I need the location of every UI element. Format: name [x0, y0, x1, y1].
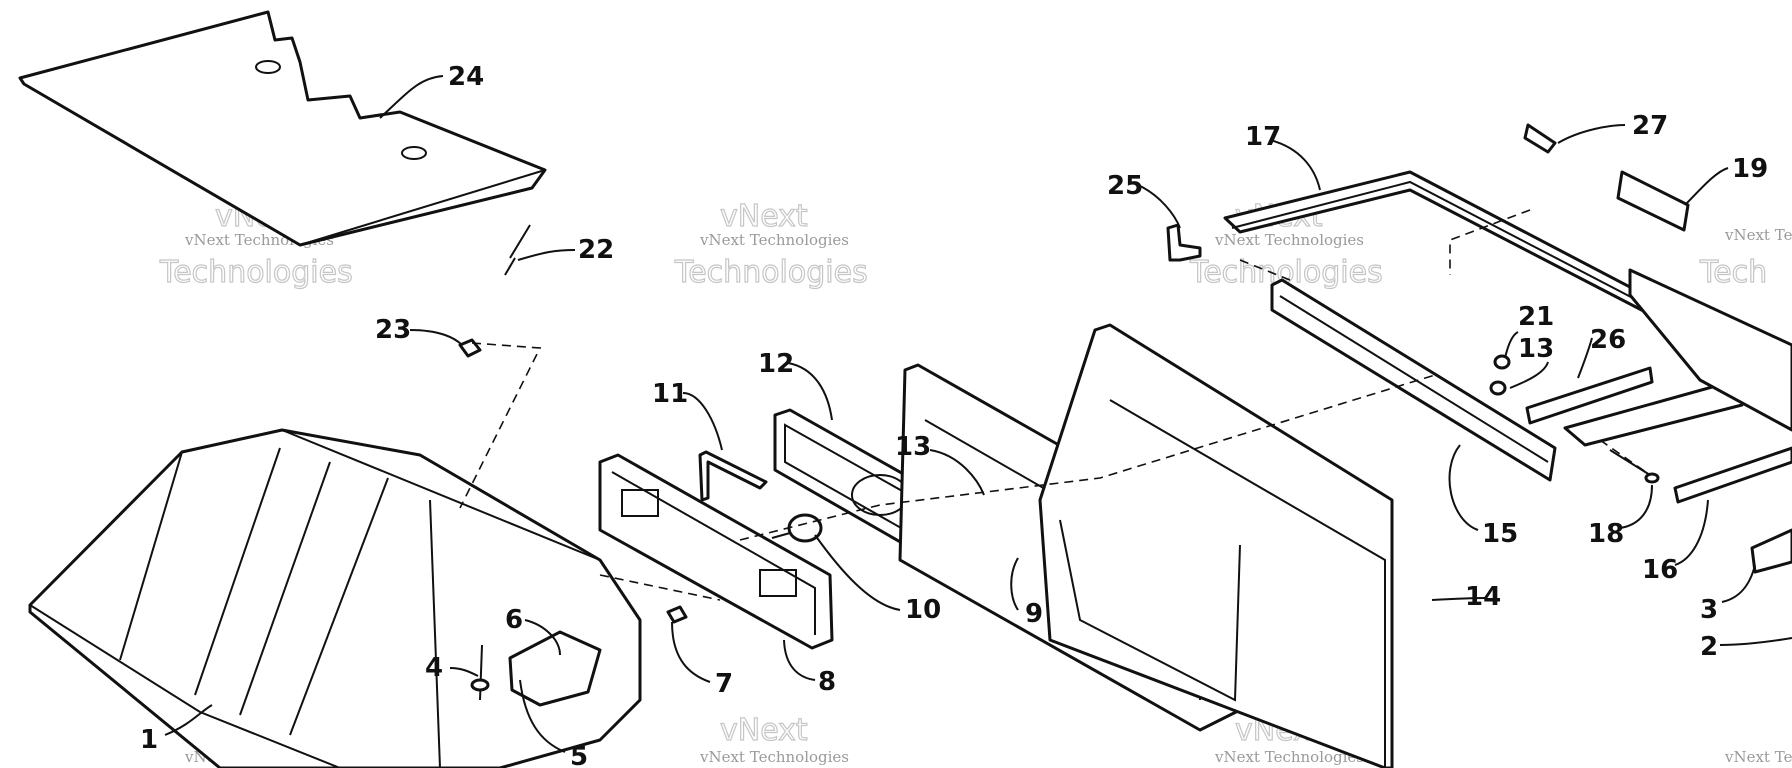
svg-text:vNext Technologies: vNext Technologies: [699, 231, 849, 249]
callout-7: 7: [715, 669, 733, 699]
callout-16: 16: [1642, 555, 1678, 585]
callout-12: 12: [758, 349, 794, 379]
callout-15: 15: [1482, 519, 1518, 549]
callout-19: 19: [1732, 154, 1768, 184]
callout-9: 9: [1025, 599, 1043, 629]
svg-text:vNext Technologies: vNext Technologies: [1214, 748, 1364, 766]
callout-25: 25: [1107, 171, 1143, 201]
svg-text:Tech: Tech: [1699, 255, 1767, 290]
svg-text:vNext: vNext: [720, 199, 808, 234]
part-right-edge-frame: [1628, 268, 1792, 432]
callout-13b: 13: [1518, 334, 1554, 364]
callout-26: 26: [1590, 325, 1626, 355]
part-8-lamp-housing: [598, 453, 834, 650]
svg-text:vNext Technologies: vNext Technologies: [699, 748, 849, 766]
part-1-hood: [28, 428, 642, 768]
watermark-4: vNext Te Tech: [1698, 226, 1792, 291]
callout-10: 10: [905, 595, 941, 625]
watermark-6: vNext vNext Technologies: [699, 712, 849, 766]
part-4-screw: [470, 644, 490, 701]
callout-11: 11: [652, 379, 688, 409]
callout-6: 6: [505, 605, 523, 635]
part-13-washer-right: [1489, 380, 1507, 396]
part-14-windshield-frame: [1038, 323, 1394, 768]
callout-21: 21: [1518, 302, 1554, 332]
watermark-group: vNext Technologies vNext Technologies vN…: [158, 198, 1792, 766]
svg-text:Technologies: Technologies: [674, 255, 868, 290]
svg-text:vNext Technologies: vNext Technologies: [1214, 231, 1364, 249]
callout-4: 4: [425, 653, 443, 683]
part-25-clip: [1166, 223, 1202, 262]
part-21-screw: [1493, 354, 1511, 370]
svg-text:vNext Te: vNext Te: [1724, 226, 1792, 244]
part-24-panel: [18, 10, 547, 247]
part-16-strip: [1673, 446, 1792, 504]
callout-22: 22: [578, 235, 614, 265]
callout-3: 3: [1700, 595, 1718, 625]
watermark-2: vNext Technologies vNext Technologies: [673, 198, 868, 290]
part-3-block: [1750, 528, 1792, 574]
callout-23: 23: [375, 315, 411, 345]
part-27-decal: [1523, 123, 1557, 154]
callout-17: 17: [1245, 122, 1281, 152]
part-18-bolt: [1609, 449, 1660, 484]
part-22-pin: [504, 224, 531, 276]
callout-5: 5: [570, 742, 588, 768]
part-23-nut: [458, 338, 482, 358]
callout-18: 18: [1588, 519, 1624, 549]
callout-27: 27: [1632, 111, 1668, 141]
callout-2: 2: [1700, 632, 1718, 662]
part-7-nut: [666, 605, 688, 624]
part-10-bulb: [771, 513, 823, 543]
svg-text:vNext: vNext: [720, 713, 808, 748]
callout-14: 14: [1465, 582, 1501, 612]
callout-13a: 13: [895, 432, 931, 462]
part-19-plate: [1616, 170, 1690, 232]
assembly-lines: [459, 209, 1651, 601]
part-26-plate: [1525, 366, 1654, 425]
svg-text:Technologies: Technologies: [159, 255, 353, 290]
part-11-bracket: [698, 450, 768, 502]
callout-1: 1: [140, 725, 158, 755]
part-15-rail: [1270, 278, 1557, 482]
watermark-8: vNext Te: [1724, 748, 1792, 766]
callouts: 24 22 23 1 4 6 5 7 8 11 12 10 9 13 14 15: [140, 62, 1792, 768]
svg-text:vNext Te: vNext Te: [1724, 748, 1792, 766]
callout-8: 8: [818, 667, 836, 697]
callout-24: 24: [448, 62, 484, 92]
